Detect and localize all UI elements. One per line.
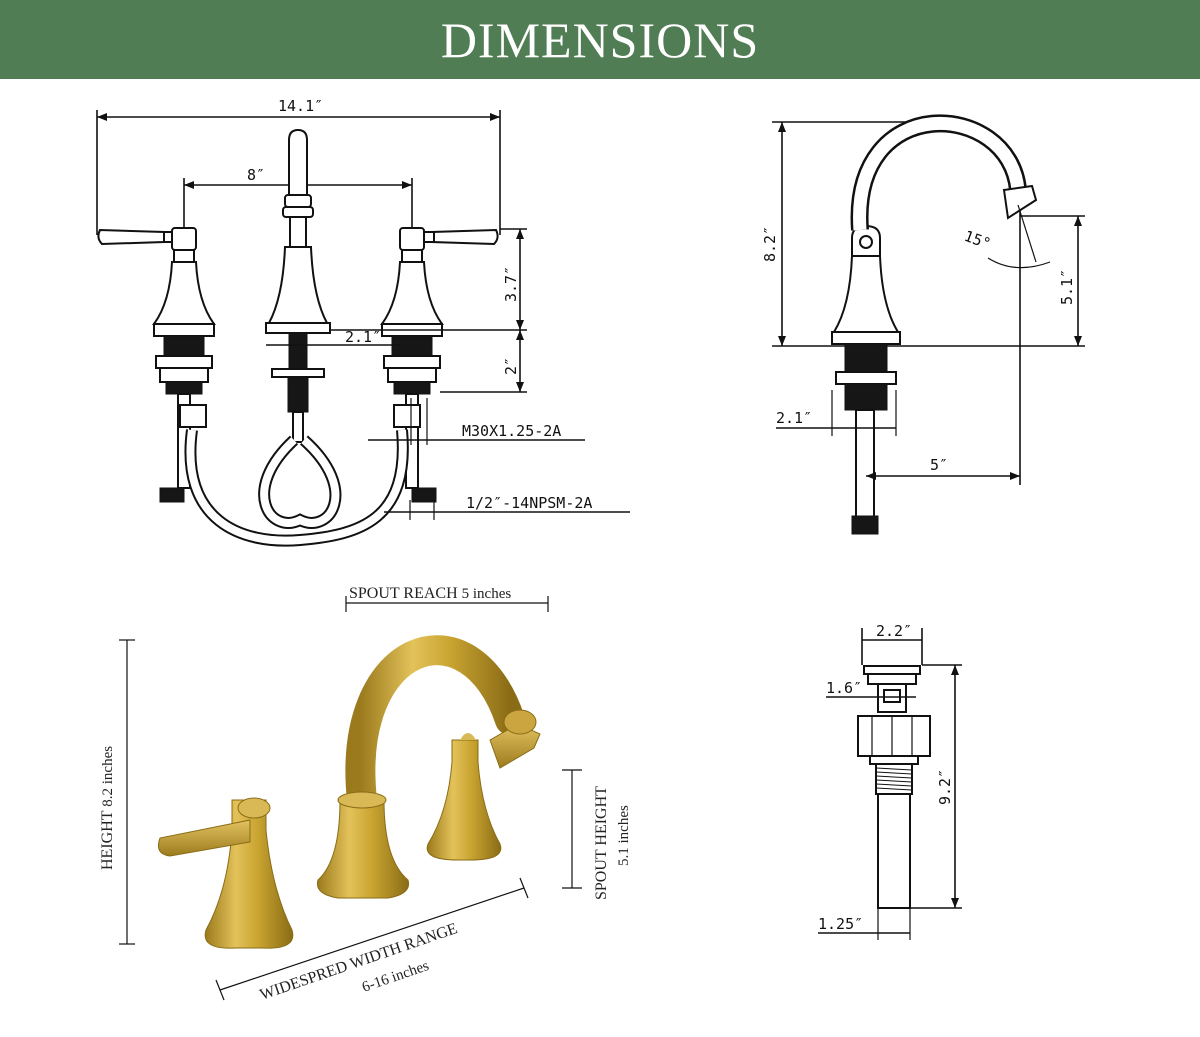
height-caption: HEIGHT 8.2 inches: [99, 746, 116, 870]
spout-angle-label: 15°: [962, 227, 994, 253]
drain-tail-diameter-label: 1.25″: [818, 915, 863, 933]
drain-body-diameter-label: 1.6″: [826, 679, 862, 697]
hose-connector-label: 1/2″-14NPSM-2A: [466, 494, 592, 512]
overall-width-label: 14.1″: [278, 97, 323, 115]
spout-reach-caption: SPOUT REACH 5 inches: [349, 585, 511, 602]
side-total-height-label: 8.2″: [761, 226, 779, 262]
front-view-drawing: 14.1″ 8″: [96, 97, 630, 547]
mount-thickness-label: 2″: [502, 357, 520, 375]
drain-view-drawing: 2.2″ 1.6″ 9.2″: [818, 622, 962, 940]
side-view-drawing: 8.2″ 5.1″ 15° 5″ 2.1″: [761, 114, 1085, 535]
side-base-diameter-label: 2.1″: [776, 409, 812, 427]
spout-height-caption: SPOUT HEIGHT: [593, 786, 610, 900]
spout-reach-dim-label: 5″: [930, 456, 948, 474]
spout-height-value: 5.1 inches: [616, 805, 632, 866]
thread-spec-label: M30X1.25-2A: [462, 422, 561, 440]
page-title: DIMENSIONS: [440, 11, 760, 68]
gold-faucet-photo: SPOUT REACH 5 inches HEIGHT 8.2 inches S…: [99, 585, 632, 1004]
drain-length-label: 9.2″: [936, 769, 954, 805]
side-spout-height-label: 5.1″: [1058, 269, 1076, 305]
title-banner: DIMENSIONS: [0, 0, 1200, 79]
center-spread-label: 8″: [247, 166, 265, 184]
front-base-diameter-label: 2.1″: [345, 328, 381, 346]
handle-height-label: 3.7″: [502, 266, 520, 302]
drain-top-diameter-label: 2.2″: [876, 622, 912, 640]
